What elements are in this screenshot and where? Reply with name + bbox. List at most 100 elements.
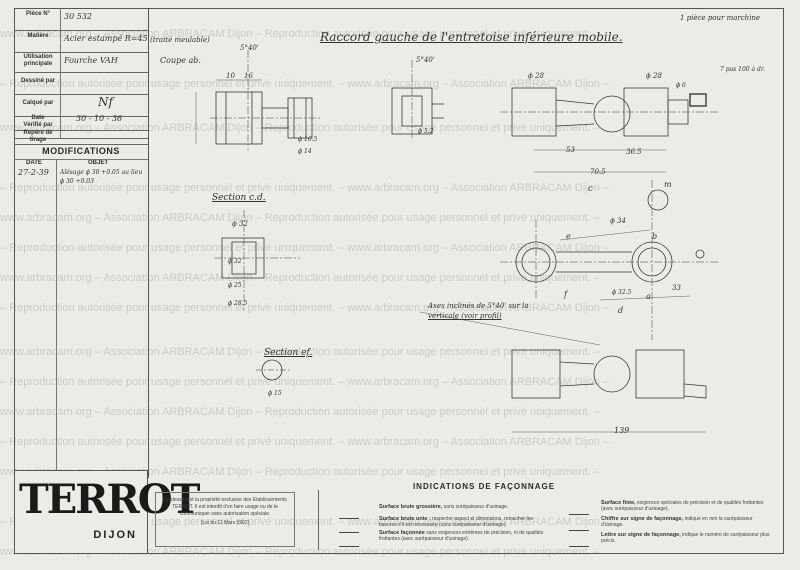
dim-label: 33: [672, 284, 681, 292]
dim-label: ϕ 32: [232, 220, 248, 228]
dim-label: 5°40': [416, 56, 435, 64]
dim-label: 5°40': [240, 44, 259, 52]
watermark: www.arbracam.org – Association ARBRACAM …: [0, 406, 600, 418]
point-letter: b: [652, 232, 658, 241]
logo-city: DIJON: [93, 529, 137, 541]
row-label: Calqué par: [22, 100, 54, 106]
title-row-repere: Repère de tirage: [14, 130, 148, 145]
watermark: www.arbracam.org – Association ARBRACAM …: [0, 466, 600, 478]
axis-note: verticale (voir profil): [428, 312, 502, 320]
row-label: Matière: [27, 33, 49, 39]
title-row-matiere: Matière Acier estampé R=45: [14, 30, 148, 53]
rough-surface-symbol: [339, 506, 359, 519]
thread-note: 7 pas 100 à dr.: [720, 66, 765, 73]
watermark: www.arbracam.org – Association ARBRACAM …: [0, 28, 600, 40]
notice-text: Ce dessin est la propriété exclusive des…: [163, 497, 287, 517]
divider: [14, 159, 148, 160]
mod-object: Alésage ϕ 30 +0.05 au lieu ϕ 30 +0.03: [60, 169, 143, 185]
row-label: Vérifié par: [23, 122, 53, 128]
date-value: 30 - 10 - 36: [76, 114, 123, 123]
dim-label: 36.5: [626, 148, 642, 156]
watermark: – Reproduction autorisée pour usage pers…: [0, 376, 609, 388]
watermark: – Reproduction autorisée pour usage pers…: [0, 78, 609, 90]
dim-label: 10: [226, 72, 235, 80]
point-letter: d: [618, 306, 624, 315]
dim-label: ϕ 28: [528, 72, 544, 80]
row-label: Pièce N°: [25, 11, 51, 17]
point-letter: c: [588, 184, 593, 193]
indication-item: Lettre sur signe de façonnage, indique l…: [601, 532, 770, 544]
watermark: – Reproduction autorisée pour usage pers…: [0, 302, 609, 314]
terrot-logo: TERROT: [19, 476, 200, 523]
section-cd-label: Section c.d.: [212, 193, 266, 203]
dim-label: ϕ 25: [228, 282, 242, 289]
watermark: www.arbracam.org – Association ARBRACAM …: [0, 546, 600, 558]
indication-item: Surface façonnée sans exigences extrêmes…: [379, 530, 544, 542]
watermark: – Reproduction autorisée pour usage pers…: [0, 242, 609, 254]
watermark: – Reproduction autorisée pour usage pers…: [0, 436, 609, 448]
title-row-date: Date 30 - 10 - 36: [14, 108, 148, 131]
title-row-calque: Calqué par Nf: [14, 94, 148, 117]
row-label: Date: [31, 115, 45, 121]
indication-item: Surface brute unie : respecter aspect et…: [379, 516, 533, 528]
dim-label: ϕ 28: [646, 72, 662, 80]
piece-number: 30 532: [64, 12, 92, 21]
dim-label: ϕ 6: [676, 82, 686, 89]
property-notice: Ce dessin est la propriété exclusive des…: [155, 492, 295, 547]
dim-label: ϕ 15: [268, 390, 282, 397]
indication-item: Surface brute grossière, sans surépaisse…: [379, 504, 509, 510]
watermark: – Reproduction autorisée pour usage pers…: [0, 516, 609, 528]
drawing-title: Raccord gauche de l'entretoise inférieur…: [320, 30, 623, 44]
watermark: www.arbracam.org – Association ARBRACAM …: [0, 346, 600, 358]
title-row-utilisation: Utilisation principale Fourche VAH: [14, 52, 148, 73]
mod-object-header: OBJET: [88, 160, 109, 166]
title-row-dessine: Dessiné par: [14, 72, 148, 95]
watermark: www.arbracam.org – Association ARBRACAM …: [0, 212, 600, 224]
point-letter: m: [664, 180, 672, 189]
machining-indications: INDICATIONS DE FAÇONNAGE Surface brute g…: [318, 482, 779, 550]
top-note: 1 pièce pour marchine: [680, 14, 761, 22]
machined-surface-symbol: [339, 534, 359, 547]
row-label: Repère de tirage: [23, 130, 53, 143]
letter-symbol: [569, 534, 589, 547]
dim-label: 139: [614, 426, 630, 435]
watermark: www.arbracam.org – Association ARBRACAM …: [0, 272, 600, 284]
row-label: Utilisation principale: [23, 54, 53, 67]
mod-date-header: DATE: [26, 160, 42, 166]
traced-by-value: Nf: [98, 95, 113, 109]
dim-label: ϕ 32: [228, 258, 242, 265]
material-note: (traité meulable): [150, 36, 210, 44]
smooth-surface-symbol: [339, 520, 359, 533]
watermark: – Reproduction autorisée pour usage pers…: [0, 182, 609, 194]
row-label: Dessiné par: [20, 78, 56, 84]
title-block: Pièce N° 30 532 Matière Acier estampé R=…: [14, 8, 149, 478]
notice-law: (Loi du 11 Mars 1902): [200, 520, 250, 526]
watermark: www.arbracam.org – Association ARBRACAM …: [0, 122, 600, 134]
dim-label: ϕ 28.5: [228, 300, 248, 307]
coupe-label: Coupe ab.: [160, 56, 201, 65]
dim-label: ϕ 34: [610, 217, 626, 225]
divider: [56, 159, 57, 470]
dim-label: ϕ 14: [298, 148, 312, 155]
indications-title: INDICATIONS DE FAÇONNAGE: [412, 482, 556, 491]
number-symbol: [569, 518, 589, 531]
modifications-title: MODIFICATIONS: [42, 146, 120, 156]
point-letter: f: [564, 290, 567, 299]
dim-label: 16: [244, 72, 253, 80]
axis-note: Axes inclinés de 5°40' sur la: [428, 302, 529, 310]
title-row-piece: Pièce N° 30 532: [14, 8, 148, 31]
mod-date: 27-2-39: [18, 168, 49, 177]
usage-value: Fourche VAH: [64, 56, 118, 65]
point-letter: e: [566, 232, 571, 241]
indication-item: Chiffre sur signe de façonnage, indique …: [601, 516, 753, 528]
section-ef-label: Section ef.: [264, 348, 313, 358]
company-logo-box: TERROT DIJON: [14, 470, 200, 554]
finished-surface-symbol: [569, 502, 589, 515]
dim-label: ϕ 16.5: [298, 136, 318, 143]
drawing-frame: [14, 8, 784, 554]
material-value: Acier estampé R=45: [64, 34, 148, 43]
dim-label: ϕ 32.5: [612, 289, 632, 296]
indication-item: Surface finie, exigences spéciales de pr…: [601, 500, 764, 512]
